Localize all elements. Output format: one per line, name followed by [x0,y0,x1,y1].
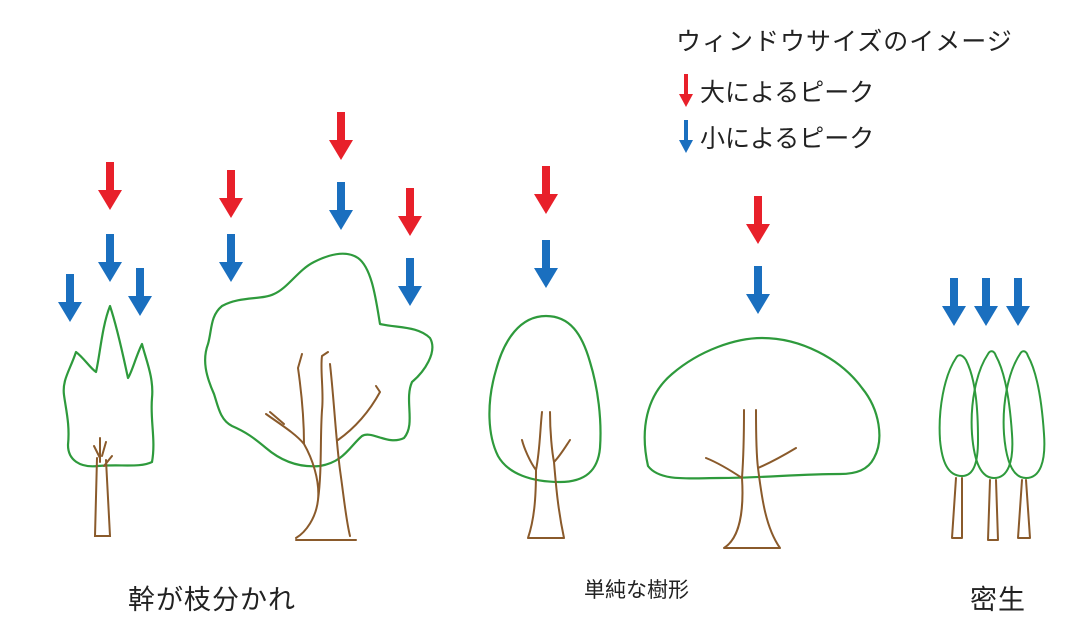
red-down-arrow-icon [746,196,770,244]
crown-outline [1002,350,1046,480]
blue-down-arrow-icon [329,182,353,230]
blue-down-arrow-icon [98,234,122,282]
blue-down-arrow-icon [974,278,998,326]
blue-down-arrow-icon [679,120,693,153]
red-down-arrow-icon [534,166,558,214]
trunk [265,351,381,541]
blue-down-arrow-icon [1006,278,1030,326]
legend-label-large: 大によるピーク [700,78,875,107]
caption-dense: 密生 [970,585,1026,616]
tree-simple-oval [488,166,602,539]
red-down-arrow-icon [98,162,122,210]
blue-down-arrow-icon [128,268,152,316]
crown-outline [970,350,1014,480]
red-down-arrow-icon [398,188,422,236]
blue-down-arrow-icon [942,278,966,326]
crown-outline [938,354,980,478]
red-down-arrow-icon [329,112,353,160]
caption-simple: 単純な樹形 [584,578,689,602]
crown-outline [488,314,602,484]
trunk [521,411,571,539]
trunk [705,409,797,549]
tree-simple-dome [643,196,881,549]
legend-label-small: 小によるピーク [700,124,875,153]
blue-down-arrow-icon [219,234,243,282]
blue-down-arrow-icon [58,274,82,322]
red-down-arrow-icon [219,170,243,218]
legend-item-small: 小によるピーク [676,114,1013,160]
legend-title: ウィンドウサイズのイメージ [676,27,1013,56]
trunk [951,477,1031,541]
crown-outline [643,336,881,480]
legend-item-large: 大によるピーク [676,68,1013,114]
tree-branching-large [204,112,434,541]
trunk [93,437,113,537]
blue-down-arrow-icon [534,240,558,288]
blue-down-arrow-icon [398,258,422,306]
tree-branching-small [58,162,155,537]
crown-outline [204,252,434,468]
tree-dense-grove [938,278,1046,541]
red-down-arrow-icon [679,74,693,107]
crown-outline [62,304,155,468]
caption-branching: 幹が枝分かれ [128,585,296,616]
legend: ウィンドウサイズのイメージ 大によるピーク 小によるピーク [676,22,1013,160]
blue-down-arrow-icon [746,266,770,314]
